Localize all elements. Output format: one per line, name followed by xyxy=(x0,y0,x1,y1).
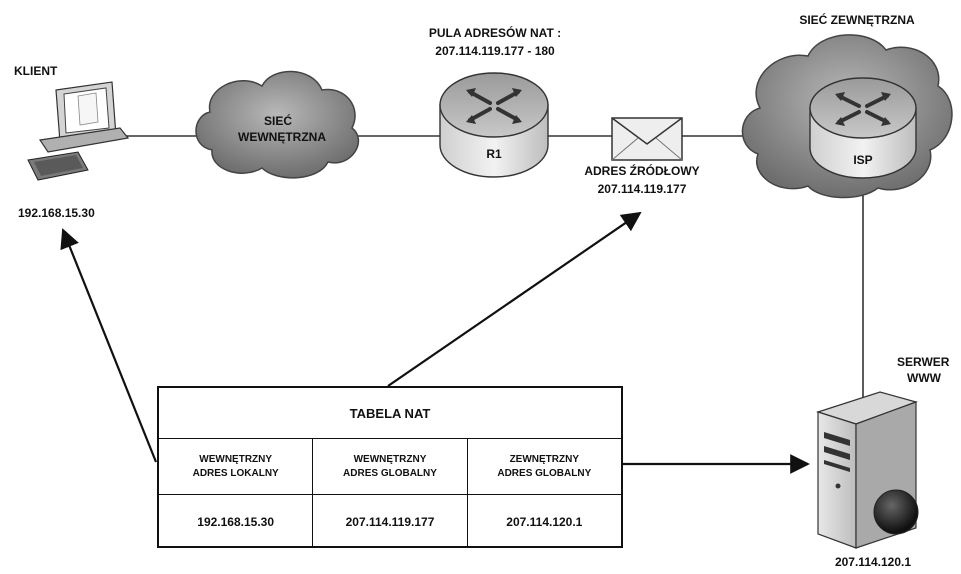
nat-value-outside-global: 207.114.120.1 xyxy=(506,514,583,529)
external-network-label: SIEĆ ZEWNĘTRZNA xyxy=(799,13,915,27)
source-address-ip: 207.114.119.177 xyxy=(597,182,687,196)
server-title: SERWER WWW xyxy=(897,354,961,386)
internal-network-label: SIEĆ WEWNĘTRZNA xyxy=(238,113,326,145)
nat-value-inside-local: 192.168.15.30 xyxy=(159,495,314,548)
nat-arrows xyxy=(60,211,810,474)
nat-pool-title: PULA ADRESÓW NAT : xyxy=(428,26,562,40)
server-title-line1: SERWER xyxy=(897,355,950,369)
nat-header-inside-global-line2: ADRES GLOBALNY xyxy=(343,467,437,479)
connection-lines xyxy=(122,135,864,400)
nat-header-outside-global-line1: ZEWNĘTRZNY xyxy=(509,453,580,465)
router-r1-icon xyxy=(439,72,549,178)
nat-value-inside-global: 207.114.119.177 xyxy=(313,495,468,548)
nat-header-inside-global-line1: WEWNĘTRZNY xyxy=(353,453,427,465)
client-ip-label: 192.168.15.30 xyxy=(18,206,95,220)
arrow-to-client xyxy=(60,228,158,463)
nat-table-value-row: 192.168.15.30 207.114.119.177 207.114.12… xyxy=(159,495,621,548)
nat-pool-range: 207.114.119.177 - 180 xyxy=(435,44,555,58)
envelope-icon xyxy=(611,117,683,161)
nat-header-inside-local-line2: ADRES LOKALNY xyxy=(192,467,279,479)
client-label: KLIENT xyxy=(14,64,58,78)
nat-table-title: TABELA NAT xyxy=(159,388,621,439)
nat-header-inside-local: WEWNĘTRZNY ADRES LOKALNY xyxy=(159,439,314,494)
arrow-to-source-address xyxy=(387,211,642,387)
nat-header-inside-global: WEWNĘTRZNY ADRES GLOBALNY xyxy=(313,439,468,494)
nat-table-header-row: WEWNĘTRZNY ADRES LOKALNY WEWNĘTRZNY ADRE… xyxy=(159,439,621,495)
internal-network-label-line1: SIEĆ xyxy=(263,114,292,128)
server-title-line2: WWW xyxy=(907,371,941,385)
nat-header-outside-global-line2: ADRES GLOBALNY xyxy=(497,467,592,479)
source-address-title: ADRES ŹRÓDŁOWY xyxy=(584,164,700,178)
nat-table: TABELA NAT WEWNĘTRZNY ADRES LOKALNY WEWN… xyxy=(157,386,623,548)
internal-network-label-line2: WEWNĘTRZNA xyxy=(238,130,326,144)
nat-header-outside-global: ZEWNĘTRZNY ADRES GLOBALNY xyxy=(468,439,621,494)
client-computer-icon xyxy=(27,81,130,181)
router-isp-icon xyxy=(809,77,917,179)
server-icon xyxy=(816,391,919,549)
router-r1-label: R1 xyxy=(486,147,502,161)
router-isp-label: ISP xyxy=(853,153,873,167)
internal-network-cloud-icon xyxy=(195,70,359,179)
server-ip-label: 207.114.120.1 xyxy=(834,555,912,569)
nat-header-inside-local-line1: WEWNĘTRZNY xyxy=(199,453,273,465)
